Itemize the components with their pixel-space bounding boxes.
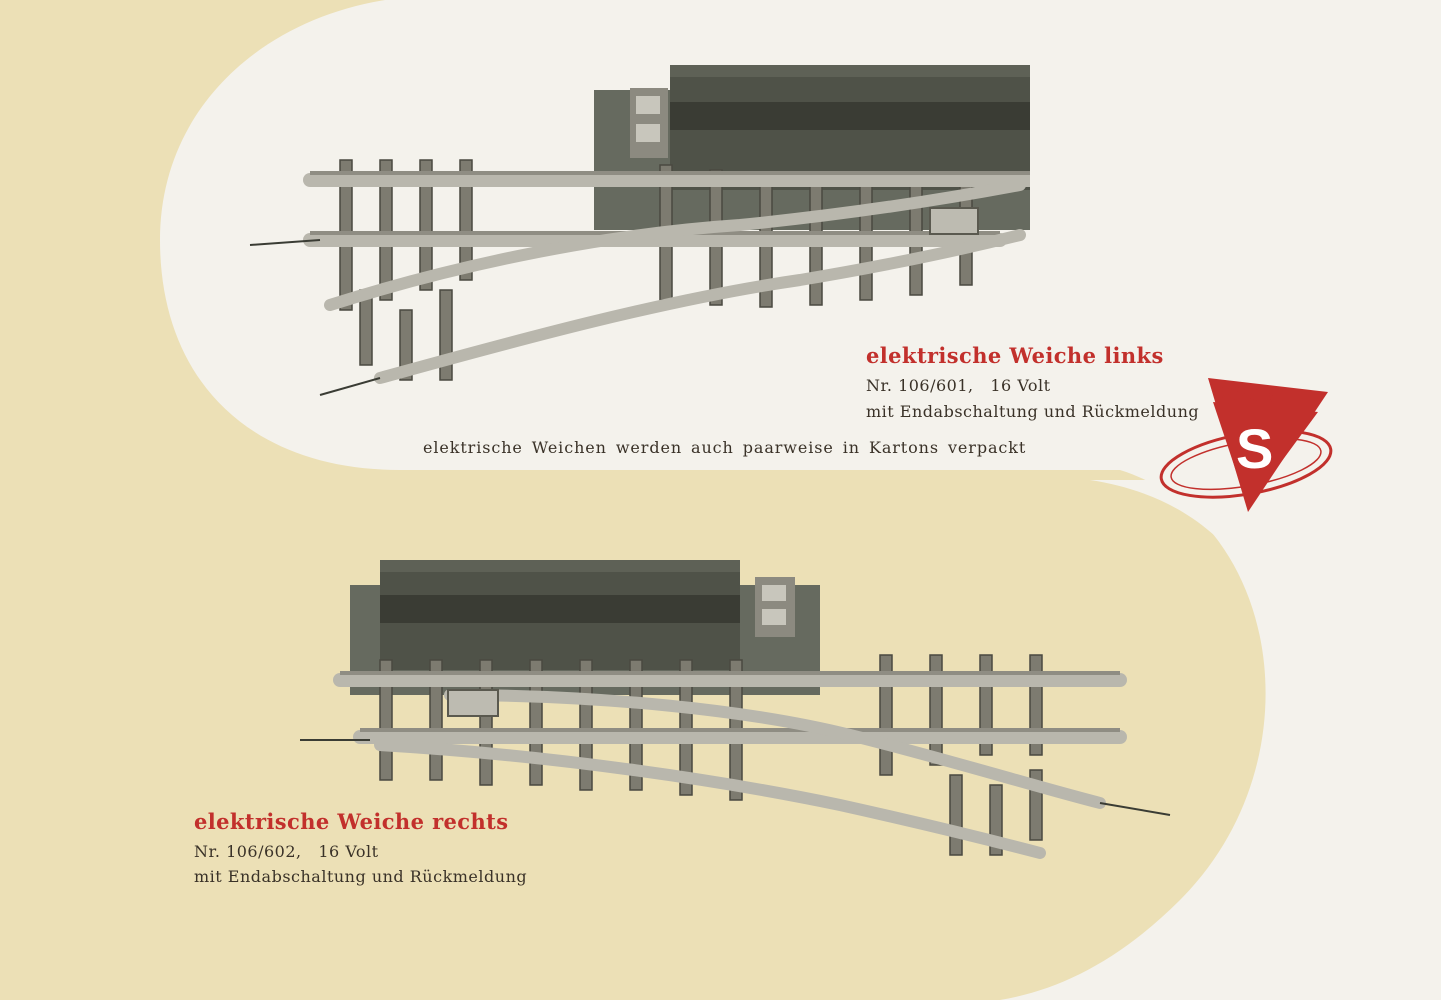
left-switch-features: mit Endabschaltung und Rückmeldung	[866, 402, 1200, 421]
packaging-note: elektrische Weichen werden auch paarweis…	[423, 438, 1027, 457]
left-turnout-image	[249, 65, 1030, 396]
right-switch-title: elektrische Weiche rechts	[194, 809, 509, 834]
spur-s-logo: SPUR S	[1159, 378, 1333, 512]
left-switch-number: Nr. 106/601, 16 Volt	[866, 376, 1051, 395]
right-switch-features: mit Endabschaltung und Rückmeldung	[194, 867, 528, 886]
left-switch-title: elektrische Weiche links	[866, 343, 1164, 368]
right-switch-number: Nr. 106/602, 16 Volt	[194, 842, 379, 861]
logo-s-letter: S	[1236, 417, 1273, 480]
right-turnout-image	[300, 560, 1171, 859]
